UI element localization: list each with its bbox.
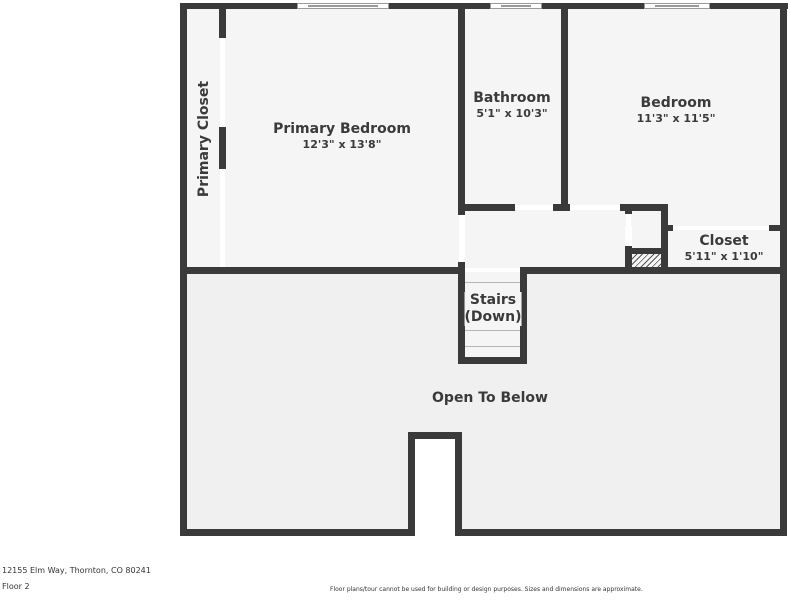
room-name: Bedroom	[640, 95, 712, 111]
wall-primary-bottom	[180, 267, 465, 274]
wall-hall-top-2	[553, 204, 570, 211]
linen-right	[661, 204, 668, 270]
room-dimensions: 5'11" x 1'10"	[684, 250, 764, 263]
notch-right	[455, 432, 462, 536]
primary-bedroom-door	[459, 215, 464, 265]
room-dimensions: 11'3" x 11'5"	[636, 112, 716, 125]
room-name: Stairs	[464, 292, 522, 309]
closet-floor	[668, 230, 781, 268]
primary-closet-floor	[186, 8, 222, 269]
open-to-below-label: Open To Below	[432, 390, 548, 407]
closet-top-right	[769, 225, 781, 231]
stairs-label: Stairs (Down)	[464, 292, 522, 326]
closet-label: Closet 5'11" x 1'10"	[685, 233, 764, 264]
closet-opening-1	[220, 38, 225, 128]
window-primary-bedroom	[297, 3, 389, 9]
floor-label: Floor 2	[2, 582, 30, 591]
bathroom-floor	[465, 8, 561, 206]
stairs-direction: (Down)	[464, 309, 522, 326]
wall-bath-bedroom	[561, 8, 568, 211]
primary-bedroom-floor	[222, 8, 460, 269]
stairs-left	[458, 267, 465, 364]
wall-top	[180, 3, 788, 9]
stairs-bottom	[458, 357, 527, 364]
bathroom-label: Bathroom 5'1" x 10'3"	[473, 90, 551, 121]
window-bathroom	[490, 3, 542, 9]
linen-shelf	[625, 248, 668, 254]
hallway-floor	[465, 210, 625, 268]
bedroom-label: Bedroom 11'3" x 11'5"	[637, 95, 716, 126]
bathroom-door	[515, 205, 553, 210]
closet-opening-2	[220, 169, 225, 267]
stairs-right	[520, 267, 527, 364]
wall-hall-top-3	[620, 204, 668, 211]
room-name: Primary Bedroom	[273, 121, 411, 137]
bedroom-door	[570, 205, 620, 210]
window-bedroom	[644, 3, 710, 9]
wall-upper-bottom	[520, 267, 787, 274]
wall-bottom-right	[456, 529, 787, 536]
disclaimer-text: Floor plans/tour cannot be used for buil…	[330, 586, 643, 593]
bedroom-floor	[567, 8, 781, 226]
linen-closet-floor	[632, 210, 662, 248]
closet-divider-mid	[219, 127, 226, 169]
room-name: Closet	[699, 233, 749, 249]
notch-top	[408, 432, 462, 439]
hatch-chase	[632, 254, 661, 267]
primary-bedroom-label: Primary Bedroom 12'3" x 13'8"	[273, 121, 411, 152]
wall-primary-bath	[458, 8, 465, 215]
wall-hall-top-1	[458, 204, 515, 211]
closet-divider-top	[219, 8, 226, 38]
wall-bottom-left	[180, 529, 414, 536]
room-name: Primary Closet	[196, 80, 212, 198]
closet-top-left	[661, 225, 673, 231]
cutout-notch	[414, 438, 456, 538]
linen-left-bottom	[625, 246, 632, 270]
linen-door	[626, 214, 631, 246]
notch-left	[408, 432, 415, 536]
primary-closet-label: Primary Closet	[196, 81, 212, 197]
closet-door	[673, 226, 769, 230]
room-name: Bathroom	[473, 90, 551, 106]
linen-left-top	[625, 204, 632, 214]
address-text: 12155 Elm Way, Thornton, CO 80241	[2, 566, 151, 575]
room-name: Open To Below	[432, 390, 548, 406]
room-dimensions: 12'3" x 13'8"	[302, 138, 382, 151]
room-dimensions: 5'1" x 10'3"	[476, 107, 548, 120]
